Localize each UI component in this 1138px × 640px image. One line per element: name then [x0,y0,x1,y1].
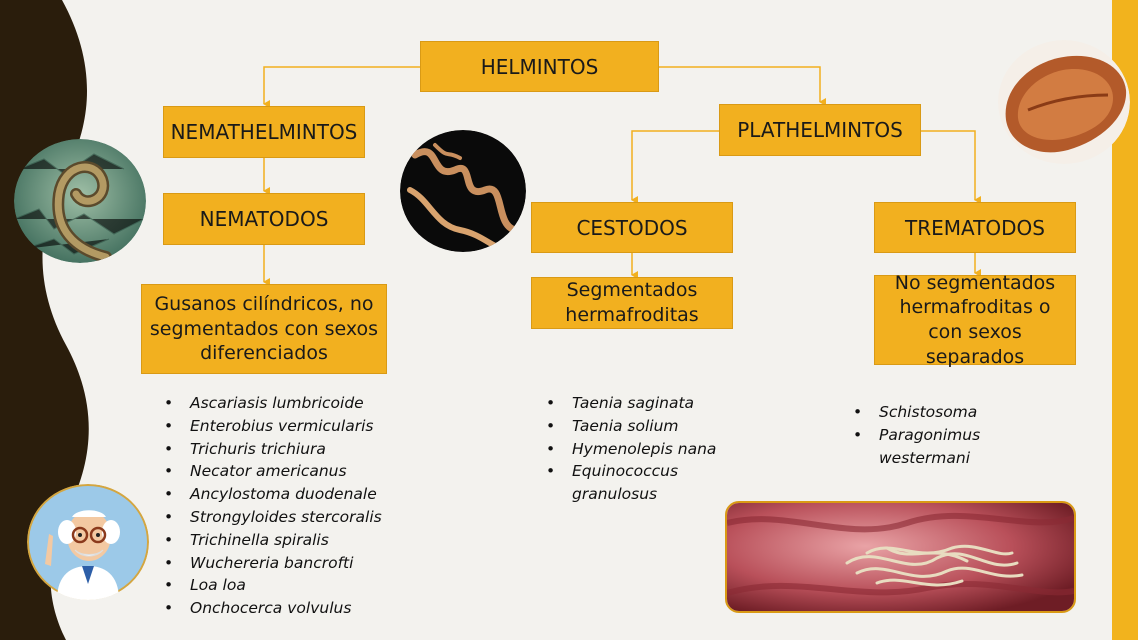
connector-root-plat [659,66,826,106]
list-item: Enterobius vermicularis [164,415,404,438]
roundworm-micrograph-image [14,139,146,263]
trematodos-description-box: No segmentados hermafroditas o con sexos… [874,272,1076,368]
tapeworm-photo-image [400,130,526,252]
list-item: Loa loa [164,574,404,597]
nemathelmintos-node-box: NEMATHELMINTOS [163,106,365,158]
trematodos-species-list: Schistosoma Paragonimus westermani [853,401,1073,469]
list-item: Trichinella spiralis [164,529,404,552]
trematodos-node-box: TREMATODOS [874,202,1076,253]
cestodos-description-box: Segmentados hermafroditas [531,277,733,329]
nematodos-species-list: Ascariasis lumbricoide Enterobius vermic… [164,392,404,620]
platelmintos-node-box: PLATHELMINTOS [719,104,921,156]
list-item: Paragonimus westermani [853,424,1073,470]
list-item: Strongyloides stercoralis [164,506,404,529]
connector-plat-trematodos [921,130,981,204]
cestodos-node-box: CESTODOS [531,202,733,253]
list-item: Equinococcus granulosus [546,460,721,506]
list-item: Taenia saginata [546,392,721,415]
list-item: Taenia solium [546,415,721,438]
connector-plat-cestodos [631,130,719,204]
fluke-photo-image [998,40,1130,164]
nematodos-description-box: Gusanos cilíndricos, no segmentados con … [141,284,387,374]
root-node-box: HELMINTOS [420,41,659,92]
list-item: Hymenolepis nana [546,438,721,461]
list-item: Ancylostoma duodenale [164,483,404,506]
list-item: Necator americanus [164,460,404,483]
list-item: Trichuris trichiura [164,438,404,461]
intestine-worms-photo-image [725,501,1076,613]
connector-root-nemat [263,66,420,108]
nematodos-node-box: NEMATODOS [163,193,365,245]
doctor-cartoon-image [27,484,149,600]
list-item: Onchocerca volvulus [164,597,404,620]
list-item: Wuchereria bancrofti [164,552,404,575]
list-item: Ascariasis lumbricoide [164,392,404,415]
cestodos-species-list: Taenia saginata Taenia solium Hymenolepi… [546,392,721,506]
list-item: Schistosoma [853,401,1073,424]
